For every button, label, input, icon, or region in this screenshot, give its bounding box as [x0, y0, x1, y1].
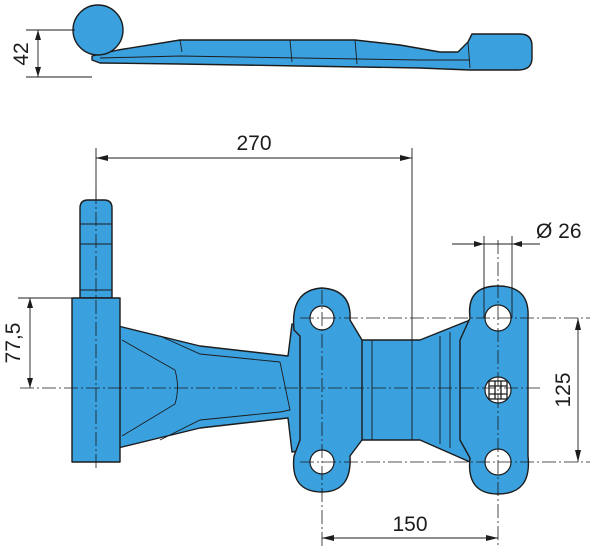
- side-view-arm: [91, 33, 533, 71]
- dim-77-5-label: 77,5: [2, 323, 25, 364]
- side-view-arm-edge: [99, 55, 470, 61]
- dim-42-arrow-top: [35, 30, 41, 40]
- front-view: [20, 190, 590, 548]
- arm-taper: [279, 361, 291, 413]
- dim-42-arrow-bottom: [35, 67, 41, 77]
- dimension-77-5: 77,5: [2, 297, 72, 388]
- dim-diameter-label: Ø 26: [536, 220, 582, 243]
- dimension-diameter: Ø 26: [452, 220, 582, 318]
- side-view-arm-rib: [179, 39, 471, 69]
- arm-contour-upper: [159, 335, 281, 363]
- dim-270-label: 270: [236, 132, 271, 155]
- arm-contour-lower: [159, 411, 281, 441]
- dimension-150: 150: [322, 513, 498, 541]
- dimension-270: 270: [95, 132, 413, 440]
- dim-150-label: 150: [392, 513, 427, 536]
- pin-shaft: [79, 199, 113, 299]
- dimension-125: 125: [552, 318, 581, 462]
- dim-125-label: 125: [552, 372, 575, 407]
- left-lobe-plate: [292, 287, 363, 493]
- dim-42-label: 42: [10, 42, 33, 65]
- side-view: 42: [10, 4, 533, 78]
- arm-inner-fork: [121, 339, 178, 437]
- side-view-ball: [72, 4, 124, 56]
